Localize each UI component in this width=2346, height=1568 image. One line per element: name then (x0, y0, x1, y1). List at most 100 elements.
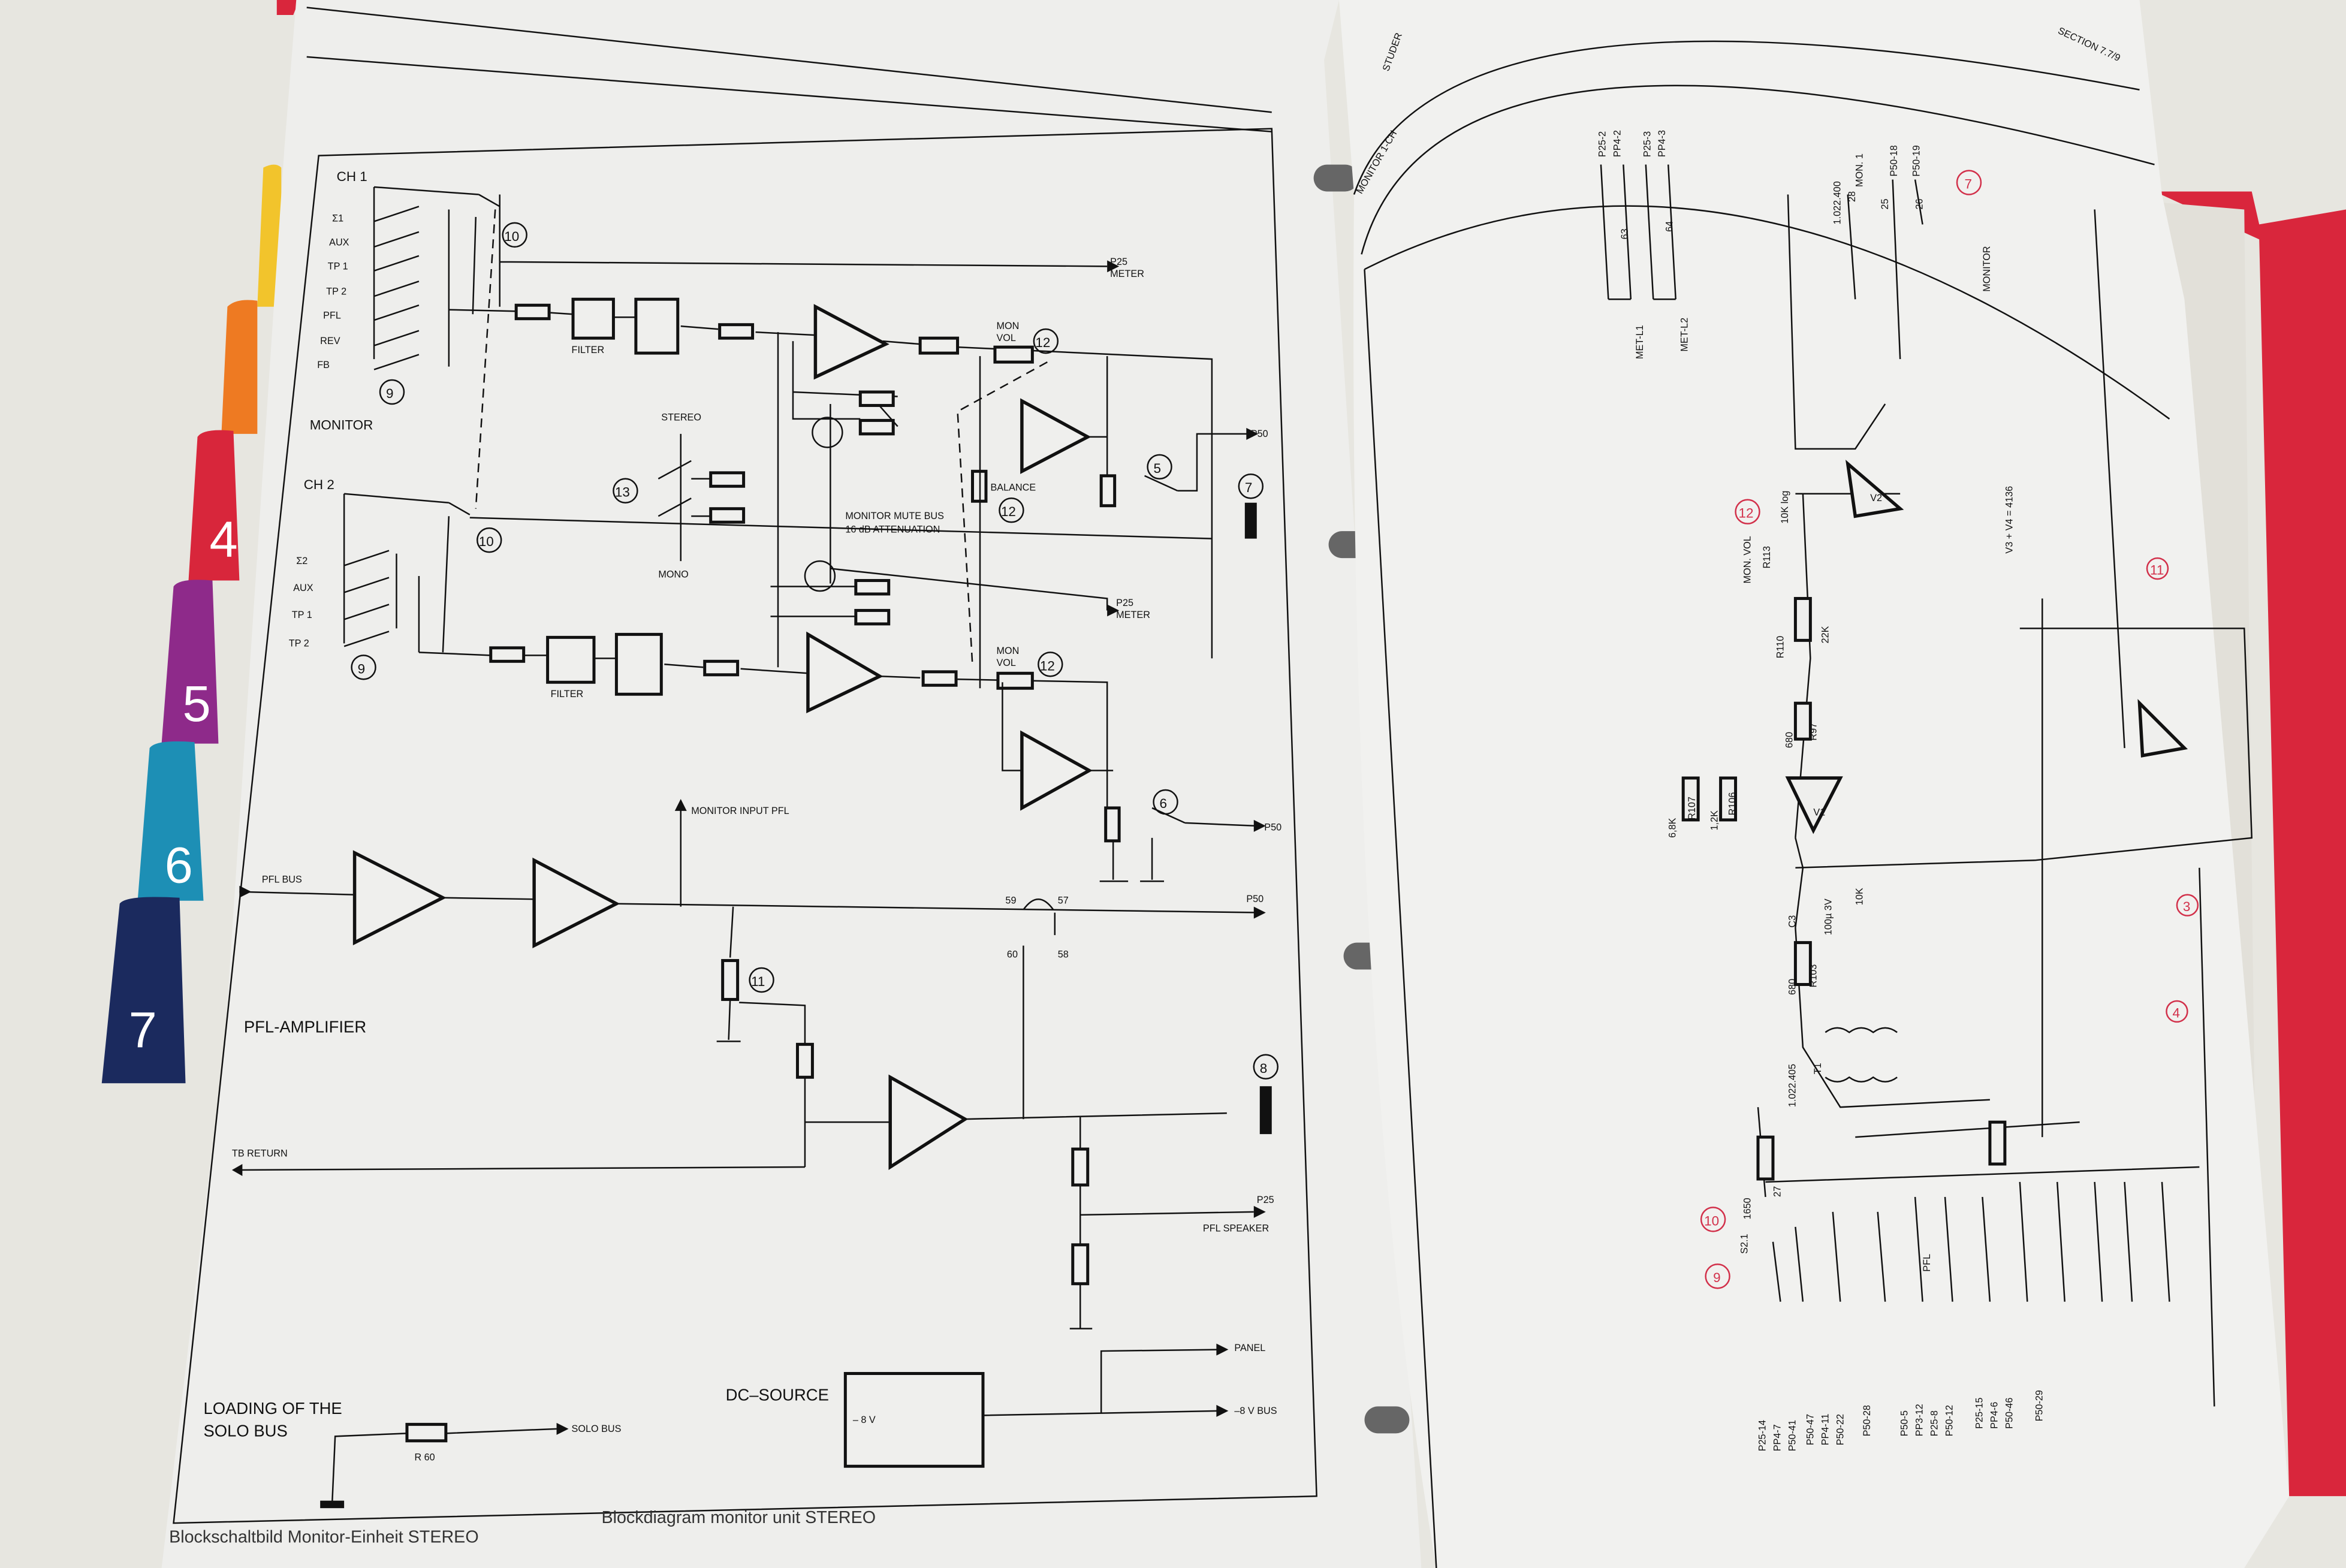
tab-orange[interactable] (221, 300, 258, 434)
schematic-element (858, 418, 895, 436)
schematic-element (475, 209, 496, 509)
monitor-input-pfl-label: MONITOR INPUT PFL (691, 806, 789, 816)
tab-4[interactable] (188, 430, 240, 581)
tb-return-label: TB RETURN (232, 1148, 288, 1159)
schematic-element (1147, 454, 1172, 480)
binder-cover (2154, 191, 2346, 1497)
schematic-element (795, 1042, 814, 1079)
schematic-element (1153, 789, 1178, 815)
schematic-label: MON. VOL (1742, 536, 1753, 583)
schematic-label: 100µ 3V (1823, 898, 1834, 935)
schematic-element (1313, 164, 1359, 192)
meter-label: METER (1110, 269, 1144, 279)
schematic-label: P50-12 (1944, 1405, 1955, 1436)
ch1-input-switches[interactable]: Σ1 AUX TP 1 TP 2 PFL REV FB (317, 186, 479, 370)
schematic-element (854, 579, 891, 596)
opamp-v3 (2137, 699, 2188, 758)
schematic-element (1023, 898, 1056, 1120)
input-label: TP 2 (289, 638, 309, 649)
input-label: AUX (293, 583, 313, 593)
schematic-label: MET-L1 (1635, 325, 1645, 359)
pin-60: 60 (1007, 949, 1018, 960)
schematic-label: P50-18 (1889, 145, 1899, 176)
schematic-element (965, 1112, 1254, 1329)
schematic-element (1600, 164, 1676, 300)
headphone-jack-8 (1259, 1086, 1272, 1135)
schematic-label: PP4-2 (1612, 130, 1623, 157)
p25-label: P25 (1110, 257, 1127, 267)
callout-label: 8 (1260, 1061, 1268, 1076)
schematic-label: P25-3 (1642, 131, 1653, 157)
p50-label: P50 (1264, 822, 1281, 833)
left-page: CH 1 Σ1 AUX TP 1 TP 2 PFL REV FB 9 10 P2… (161, 0, 1422, 1568)
schematic-element (674, 798, 687, 811)
p50-label: P50 (1246, 894, 1264, 904)
p25-label: P25 (1116, 598, 1133, 608)
schematic-element (1956, 170, 1982, 195)
schematic-label: V3 + V4 = 4136 (2004, 486, 2015, 554)
schematic-element (2176, 894, 2199, 916)
schematic-element (239, 891, 1265, 913)
schematic-element (1364, 205, 2170, 420)
schematic-label: P50-19 (1911, 145, 1922, 176)
schematic-element (1238, 474, 1264, 499)
schematic-element (1144, 433, 1250, 491)
schematic-element (1253, 906, 1266, 919)
pfl-amplifier-label: PFL-AMPLIFIER (244, 1017, 366, 1036)
schematic-label: 64 (1664, 221, 1675, 232)
schematic-label: R107 (1687, 797, 1697, 820)
mono-label: MONO (658, 569, 688, 580)
schematic-label: 10 (1704, 1213, 1719, 1228)
schematic-label: 25 (1880, 198, 1890, 209)
schematic-label: 680 (1787, 979, 1798, 995)
schematic-element (680, 807, 734, 958)
schematic-label: R97 (1808, 723, 1819, 741)
schematic-label: 27 (1772, 1186, 1783, 1197)
schematic-label: 680 (1784, 732, 1795, 748)
tab-7[interactable] (101, 897, 186, 1084)
schematic-element (709, 471, 746, 488)
schematic-label: 11 (2150, 563, 2164, 578)
pfl-bridge-pins[interactable]: 59 57 60 58 (1005, 895, 1069, 1120)
schematic-element (1038, 652, 1063, 677)
transformer-ch2 (614, 632, 663, 696)
schematic-label: R110 (1775, 636, 1786, 659)
tab-5[interactable] (161, 580, 219, 744)
callout-label: 11 (751, 974, 765, 989)
schematic-element (2146, 557, 2169, 580)
input-label: FB (317, 360, 330, 370)
schematic-element (448, 309, 1213, 659)
schematic-element (709, 507, 746, 524)
tab-6[interactable] (137, 741, 204, 901)
schematic-label: V2 (1870, 493, 1882, 503)
schematic-label: P50-28 (1862, 1405, 1872, 1436)
schematic-label: 1.022.405 (1787, 1064, 1798, 1107)
schematic-label: MET-L2 (1679, 318, 1690, 352)
trim-resistor (918, 336, 960, 355)
schematic-element (1361, 85, 2155, 255)
schematic-element (306, 56, 1272, 132)
schematic-label: S2.1 (1739, 1234, 1750, 1253)
schematic-label: P25-14 (1757, 1420, 1768, 1451)
dc-source-block (843, 1371, 985, 1468)
callout-10 (502, 222, 527, 248)
schematic-label: P25-8 (1929, 1410, 1940, 1436)
caption-english: Blockdiagram monitor unit STEREO (601, 1508, 876, 1527)
tab-yellow[interactable] (257, 164, 282, 307)
ch2-input-switches[interactable]: Σ2 AUX TP 1 TP 2 (289, 493, 449, 653)
schematic-element (1825, 1027, 1898, 1082)
vol-label: VOL (996, 333, 1015, 343)
schematic-label: P25-2 (1597, 131, 1608, 157)
pin-59: 59 (1005, 895, 1016, 906)
schematic-element (1253, 1205, 1266, 1218)
schematic-label: PFL (1922, 1254, 1932, 1272)
callout-label: 12 (1040, 658, 1055, 673)
schematic-label: T1 (1813, 1063, 1823, 1074)
schematic-element (703, 659, 740, 677)
stereo-mono-switch[interactable] (658, 433, 746, 562)
input-label: Σ1 (332, 213, 343, 224)
stereo-label: STEREO (661, 412, 701, 423)
schematic-label: R113 (1762, 546, 1772, 569)
schematic-element (749, 967, 774, 993)
